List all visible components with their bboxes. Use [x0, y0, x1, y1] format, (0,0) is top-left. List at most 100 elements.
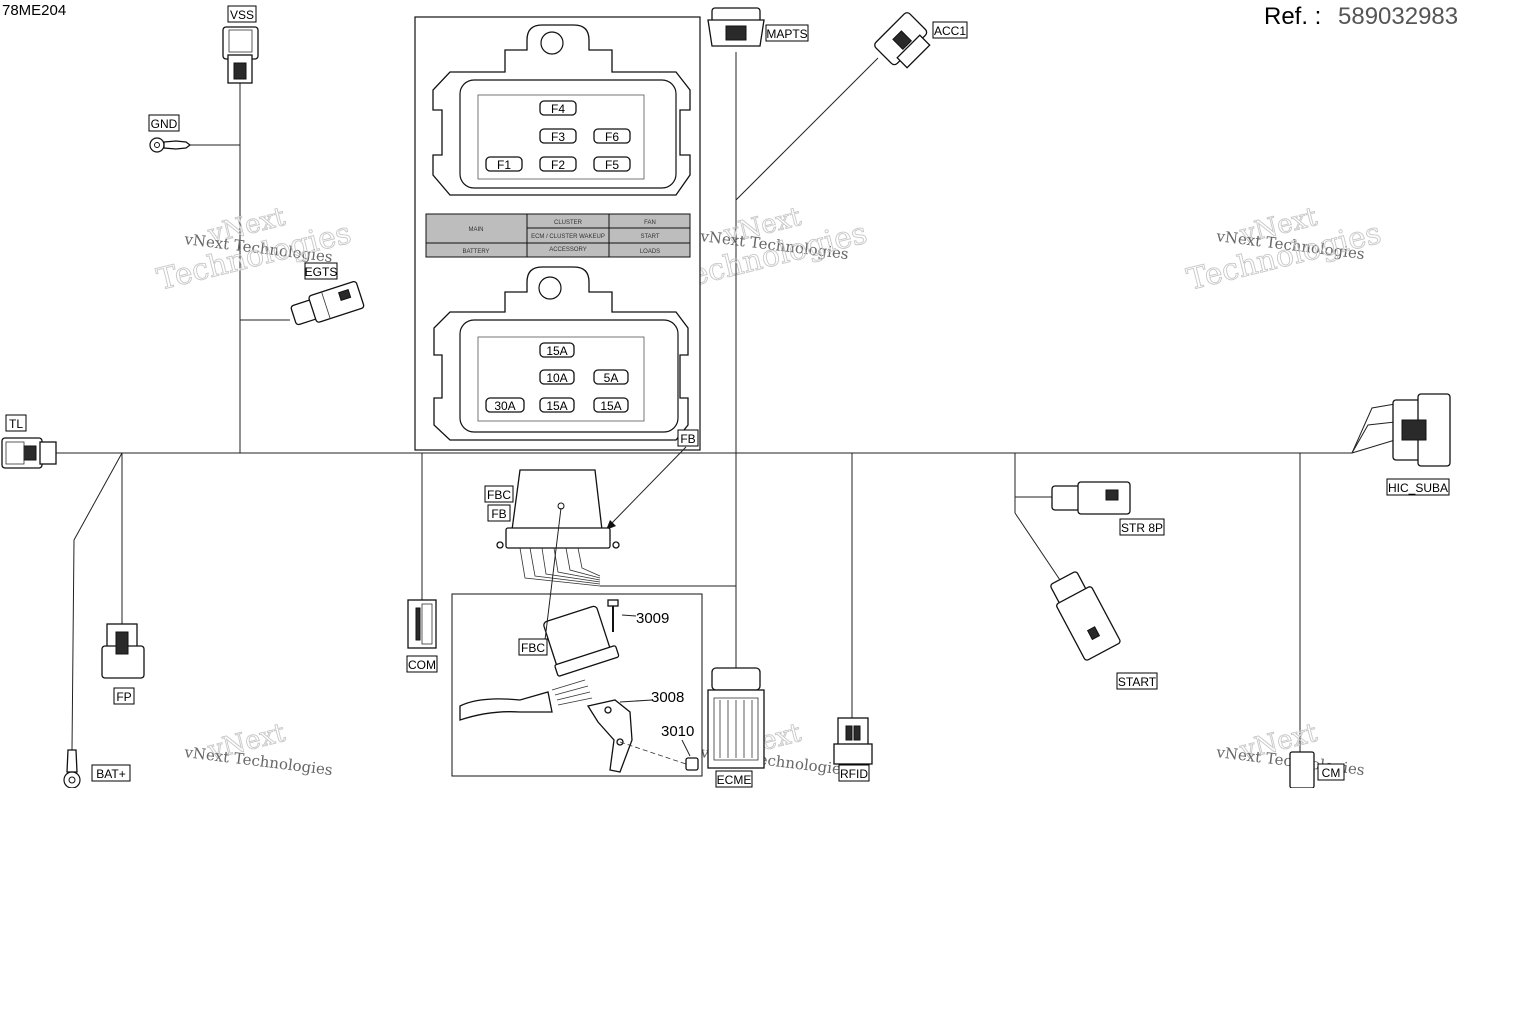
fuse-slot-f4: F4 — [539, 100, 577, 116]
fuse-slot-f3: F3 — [539, 128, 577, 144]
svg-text:CM: CM — [1322, 766, 1341, 780]
mapts-connector-icon — [707, 7, 765, 47]
tl-connector-icon — [1, 437, 57, 469]
tag-egts: EGTS — [304, 262, 338, 280]
table-start: START — [640, 234, 659, 240]
tag-acc1: ACC1 — [932, 21, 968, 39]
svg-text:RFID: RFID — [840, 767, 868, 781]
svg-text:F3: F3 — [551, 130, 565, 144]
svg-text:HIC_SUBA: HIC_SUBA — [1388, 481, 1448, 495]
svg-text:START: START — [1118, 675, 1157, 689]
watermark-4: vNext vNext Technologies — [183, 718, 334, 780]
com-connector-icon — [407, 599, 437, 649]
tag-start: START — [1116, 672, 1158, 690]
tag-fb-2: FB — [487, 504, 511, 522]
svg-text:F4: F4 — [551, 102, 565, 116]
svg-text:FP: FP — [116, 690, 131, 704]
fuse-rating-6: 15A — [593, 397, 629, 413]
svg-text:FB: FB — [680, 432, 695, 446]
fuse-slot-f1: F1 — [485, 156, 523, 172]
fuse-rating-3: 5A — [593, 369, 629, 385]
tag-gnd: GND — [148, 114, 180, 132]
ecme-connector-icon — [707, 667, 765, 769]
svg-text:30A: 30A — [494, 399, 515, 413]
page-blank-area — [0, 788, 1536, 1024]
svg-text:TL: TL — [9, 417, 23, 431]
watermark-3: vNext vNext Technologies Technologies — [1183, 202, 1385, 299]
svg-text:15A: 15A — [546, 399, 567, 413]
tag-str8p: STR 8P — [1119, 518, 1165, 536]
svg-text:VSS: VSS — [230, 8, 254, 22]
fuse-slot-f2: F2 — [539, 156, 577, 172]
fuse-rating-4: 30A — [485, 397, 525, 413]
vss-connector-icon — [222, 26, 259, 84]
tag-rfid: RFID — [838, 764, 870, 782]
watermark-1: vNext vNext Technologies Technologies — [153, 202, 355, 299]
drawing-code: 78ME204 — [2, 2, 66, 19]
table-battery: BATTERY — [462, 249, 489, 255]
acc1-connector-icon — [874, 12, 931, 69]
table-fan: FAN — [644, 220, 656, 226]
bat-ring-terminal-icon — [63, 749, 81, 789]
fuse-box-connector-icon — [496, 469, 620, 587]
hic-suba-connector-icon — [1392, 393, 1451, 467]
svg-text:15A: 15A — [546, 344, 567, 358]
tag-ecme: ECME — [715, 770, 753, 788]
wire-harness — [56, 52, 1396, 760]
tag-cm: CM — [1317, 763, 1345, 781]
svg-text:F1: F1 — [497, 158, 511, 172]
egts-connector-icon — [290, 280, 365, 326]
tag-fbc-2: FBC — [518, 638, 548, 656]
ref-number: 589032983 — [1338, 3, 1458, 30]
part-number-3010: 3010 — [661, 723, 694, 740]
table-ecm-wakeup: ECM / CLUSTER WAKEUP — [531, 234, 605, 240]
str8p-connector-icon — [1051, 481, 1131, 515]
svg-text:ACC1: ACC1 — [934, 24, 966, 38]
svg-text:FBC: FBC — [521, 641, 545, 655]
table-main: MAIN — [469, 227, 484, 233]
svg-text:EGTS: EGTS — [305, 265, 338, 279]
fuse-rating-1: 15A — [539, 342, 575, 358]
table-cluster: CLUSTER — [554, 220, 583, 226]
svg-text:FBC: FBC — [487, 488, 511, 502]
svg-text:FB: FB — [491, 507, 506, 521]
tag-bat: BAT+ — [91, 764, 131, 782]
svg-text:15A: 15A — [600, 399, 621, 413]
svg-text:ECME: ECME — [717, 773, 752, 787]
tag-vss: VSS — [227, 5, 257, 23]
fuse-box-panel: F4 F3 F6 F1 F2 F5 MAIN CLUSTER FAN ECM /… — [414, 16, 701, 451]
ref-label: Ref. : — [1264, 3, 1321, 30]
fuse-slot-f5: F5 — [593, 156, 631, 172]
svg-text:COM: COM — [408, 658, 436, 672]
tag-hic-suba: HIC_SUBA — [1386, 478, 1450, 496]
part-number-3008: 3008 — [651, 689, 684, 706]
part-number-3009: 3009 — [636, 610, 669, 627]
svg-text:F5: F5 — [605, 158, 619, 172]
tag-fb: FB — [677, 429, 699, 447]
rfid-connector-icon — [833, 717, 873, 765]
svg-text:F2: F2 — [551, 158, 565, 172]
fuse-slot-f6: F6 — [593, 128, 631, 144]
tag-com: COM — [406, 655, 438, 673]
tag-fbc: FBC — [484, 485, 514, 503]
svg-text:5A: 5A — [604, 371, 619, 385]
tag-tl: TL — [5, 414, 27, 432]
fuse-table: MAIN CLUSTER FAN ECM / CLUSTER WAKEUP ST… — [425, 213, 691, 258]
tag-mapts: MAPTS — [765, 24, 809, 42]
table-accessory: ACCESSORY — [549, 247, 587, 253]
start-connector-icon — [1050, 571, 1121, 661]
fuse-rating-2: 10A — [539, 369, 575, 385]
fp-connector-icon — [101, 623, 145, 679]
gnd-ring-terminal-icon — [149, 137, 192, 153]
fuse-rating-5: 15A — [539, 397, 575, 413]
tag-fp: FP — [113, 687, 135, 705]
table-loads: LOADS — [640, 249, 660, 255]
mounting-detail-box — [451, 507, 703, 777]
svg-text:STR 8P: STR 8P — [1121, 521, 1163, 535]
svg-text:MAPTS: MAPTS — [766, 27, 807, 41]
svg-text:10A: 10A — [546, 371, 567, 385]
svg-text:GND: GND — [151, 117, 178, 131]
svg-text:BAT+: BAT+ — [96, 767, 125, 781]
cm-connector-icon — [1289, 751, 1315, 789]
